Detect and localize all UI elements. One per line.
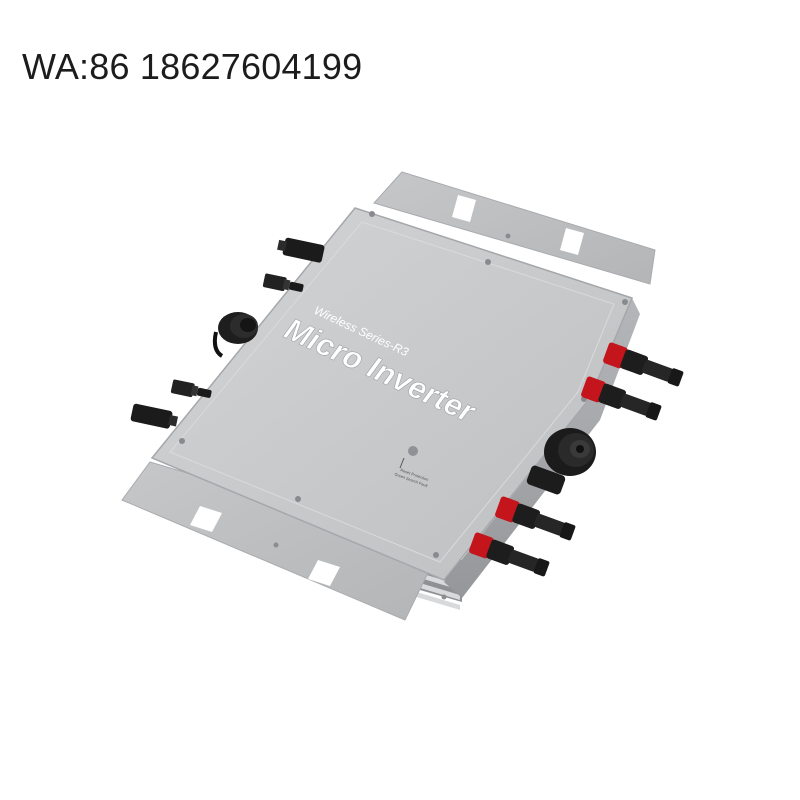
- housing-top-face: [150, 207, 634, 581]
- whatsapp-contact-text: WA:86 18627604199: [22, 46, 363, 87]
- mounting-plate-bottom: [121, 461, 447, 621]
- dc-connector-5: [602, 341, 685, 390]
- ac-output-port: [526, 428, 596, 495]
- dc-connector-4: [130, 403, 179, 429]
- dc-connectors-left: [130, 237, 325, 429]
- communication-port-left: [212, 312, 258, 358]
- dc-connector-1: [277, 237, 325, 263]
- housing-side-wall: [444, 298, 640, 598]
- mounting-plate-top: [373, 171, 656, 285]
